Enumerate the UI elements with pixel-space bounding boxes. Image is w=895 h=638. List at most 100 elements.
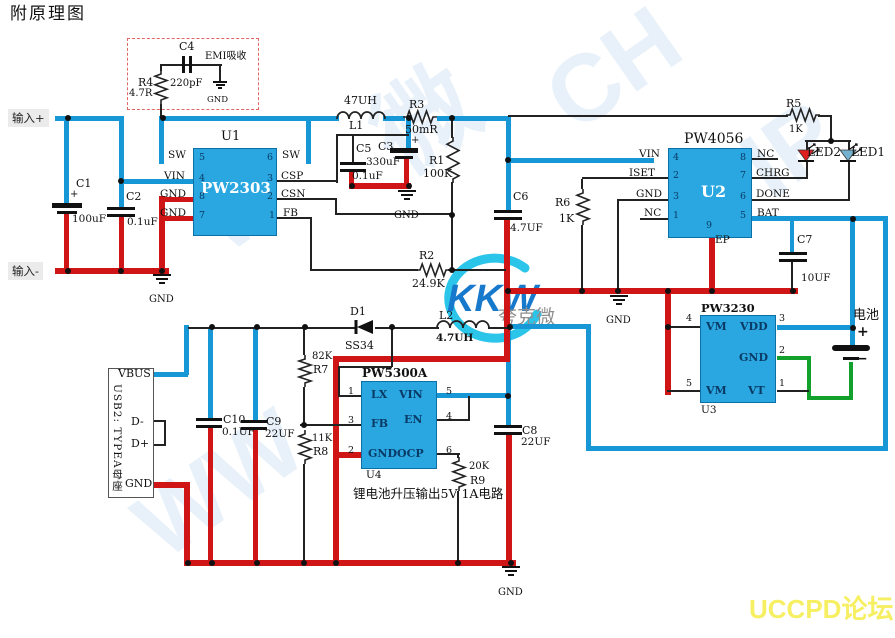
wire: [335, 213, 453, 215]
resistor-R3: [403, 108, 437, 126]
wire: [508, 115, 788, 117]
wire: [336, 134, 338, 183]
ground-symbol: [616, 303, 622, 305]
label: U3: [701, 404, 717, 416]
junction-dot: [349, 183, 355, 189]
resistor-R8: [296, 430, 314, 464]
wire: [336, 356, 510, 362]
wire: [457, 454, 459, 458]
label: 10UF: [801, 272, 831, 284]
label: 5: [686, 378, 693, 389]
label: R1: [429, 154, 445, 167]
label: 47UH: [344, 94, 377, 107]
wire: [253, 428, 258, 564]
wire: [807, 356, 811, 400]
label: 5: [446, 386, 453, 397]
wire: [338, 395, 363, 397]
junction-dot: [505, 157, 511, 163]
wire: [640, 218, 668, 220]
label: LED1: [851, 145, 885, 159]
junction-dot: [508, 560, 514, 566]
resistor-R7: [296, 355, 314, 387]
wire: [790, 221, 794, 252]
ground-symbol: [153, 274, 171, 276]
resistor-R9: [450, 457, 468, 491]
junction-dot: [65, 115, 71, 121]
label: 0.1UF: [222, 426, 255, 438]
wire: [303, 464, 305, 562]
wire: [153, 444, 166, 446]
cap-C3: [390, 148, 418, 153]
emi-snubber-box: [127, 38, 259, 110]
label: 24.9K: [412, 277, 445, 290]
label: 1K: [789, 124, 803, 135]
wire: [883, 216, 888, 451]
wire: [339, 366, 392, 368]
label: R3: [409, 98, 425, 111]
label: 5: [199, 152, 206, 163]
label: 4: [446, 411, 453, 422]
wire: [152, 482, 190, 488]
label: R9: [470, 474, 486, 487]
cap-C4: [182, 56, 185, 73]
usb-connector: [108, 368, 154, 498]
label: LX: [371, 388, 388, 401]
junction-dot: [118, 268, 124, 274]
ground-symbol: [502, 566, 520, 568]
resistor-R6: [574, 189, 592, 225]
wire: [404, 159, 409, 187]
junction-dot: [406, 115, 412, 121]
usb-side-label: USB2: TYPEA母座: [111, 384, 124, 492]
label: R6: [555, 196, 571, 209]
junction-dot: [159, 268, 165, 274]
label: D1: [350, 305, 366, 318]
junction-dot: [615, 288, 621, 294]
label: GND: [498, 587, 523, 598]
wire: [777, 390, 809, 392]
ground-symbol: [215, 84, 225, 86]
ic-U1: [193, 148, 277, 236]
wire: [64, 212, 69, 274]
label: 3: [348, 415, 355, 426]
wire: [506, 158, 654, 163]
label: EP: [715, 234, 730, 246]
label: 5: [740, 210, 747, 221]
label: GND: [636, 188, 662, 200]
label: 1: [269, 210, 276, 221]
label: 11K: [312, 433, 333, 444]
resistor-R1: [445, 137, 461, 183]
label: GND: [394, 210, 419, 221]
label: 9: [706, 220, 713, 231]
wire: [152, 372, 188, 377]
junction-dot: [185, 560, 191, 566]
forum-watermark: UCCPD论坛: [749, 594, 894, 624]
label: EMI吸收: [205, 51, 247, 62]
wire: [310, 269, 418, 271]
wire: [383, 116, 405, 121]
cap-C4: [189, 56, 192, 73]
wire: [311, 116, 339, 121]
label: PW3230: [701, 301, 755, 315]
wire: [160, 104, 162, 118]
cap-C6: [494, 217, 522, 220]
wire: [806, 161, 808, 178]
label: EN: [404, 413, 423, 426]
wire: [581, 225, 583, 290]
junction-dot: [709, 288, 715, 294]
ground-symbol: [404, 198, 410, 200]
label: FB: [283, 207, 299, 219]
kkw-logo-subtext: 夸克微: [498, 306, 556, 328]
wire: [830, 115, 832, 142]
kkw-swoosh-icon: [444, 253, 542, 343]
label: 1: [779, 378, 786, 389]
label: 7: [199, 210, 206, 221]
label: 2: [779, 345, 786, 356]
ground-symbol: [401, 194, 413, 196]
wire: [436, 419, 470, 421]
wire: [333, 452, 363, 458]
wire: [253, 327, 258, 420]
label: VIN: [164, 170, 185, 182]
cap-C2: [107, 214, 135, 217]
wire: [338, 366, 340, 397]
ground-symbol: [159, 282, 165, 284]
